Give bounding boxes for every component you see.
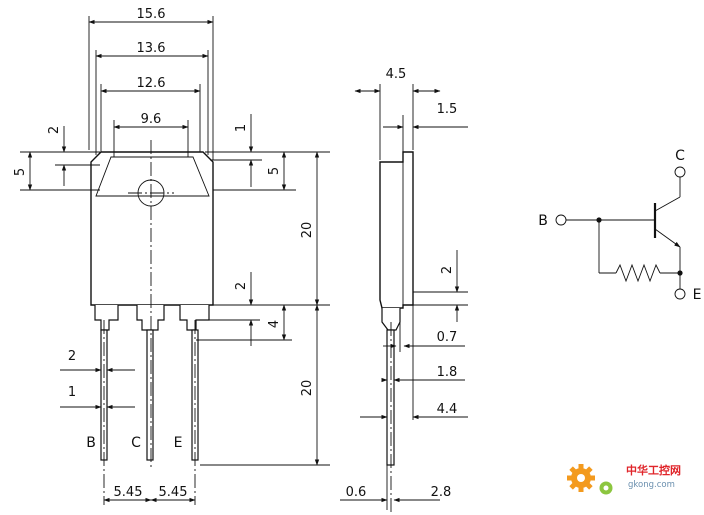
transistor-schematic: B C E bbox=[538, 148, 701, 303]
dim-side-4-5: 4.5 bbox=[386, 67, 407, 82]
dim-side-0-7: 0.7 bbox=[437, 330, 458, 345]
dim-lead-2: 2 bbox=[68, 349, 76, 364]
dim-side-1-8: 1.8 bbox=[437, 365, 458, 380]
resistor bbox=[615, 263, 661, 283]
package-body bbox=[90, 151, 214, 306]
dim-side-2-8: 2.8 bbox=[431, 485, 452, 500]
dim-foot-4: 4 bbox=[267, 320, 282, 328]
side-body bbox=[379, 151, 414, 309]
pin-label-b: B bbox=[86, 435, 96, 451]
terminal-c-label: C bbox=[675, 148, 685, 164]
side-view: 4.5 1.5 2 0.7 1.8 4.4 0.6 2.8 bbox=[340, 67, 468, 513]
terminal-c bbox=[674, 166, 686, 178]
dim-side-1-5: 1.5 bbox=[437, 102, 458, 117]
terminal-b-label: B bbox=[538, 213, 548, 229]
front-view: 15.6 13.6 12.6 9.6 2 5 1 5 20 2 4 bbox=[13, 7, 330, 505]
dim-lead-1: 1 bbox=[68, 385, 76, 400]
watermark-name: 中华工控网 bbox=[626, 463, 681, 477]
dim-width-13-6: 13.6 bbox=[137, 41, 166, 56]
package-top-bevel bbox=[95, 156, 210, 197]
gkong-watermark-logo: 中华工控网 gkong.com bbox=[567, 463, 681, 495]
dim-height-20-lower: 20 bbox=[300, 380, 315, 397]
dim-right-5: 5 bbox=[267, 167, 282, 175]
dim-left-2: 2 bbox=[47, 126, 62, 134]
lead-foot-e bbox=[179, 305, 210, 331]
dim-pitch-left: 5.45 bbox=[114, 485, 143, 500]
lead-c bbox=[146, 329, 154, 461]
pin-label-e: E bbox=[174, 435, 183, 451]
pin-label-c: C bbox=[131, 435, 141, 451]
dim-side-0-6: 0.6 bbox=[346, 485, 367, 500]
dim-width-15-6: 15.6 bbox=[137, 7, 166, 22]
side-lead bbox=[386, 329, 395, 466]
terminal-b bbox=[555, 214, 567, 226]
dim-side-4-4: 4.4 bbox=[437, 402, 458, 417]
dim-width-9-6: 9.6 bbox=[141, 112, 162, 127]
dim-height-20-upper: 20 bbox=[300, 222, 315, 239]
dim-pitch-right: 5.45 bbox=[159, 485, 188, 500]
small-gear-icon bbox=[599, 481, 613, 495]
lead-foot-b bbox=[94, 305, 119, 331]
dim-left-5: 5 bbox=[13, 168, 28, 176]
dim-right-1: 1 bbox=[234, 124, 249, 132]
watermark-url: gkong.com bbox=[628, 480, 675, 490]
terminal-e bbox=[674, 288, 686, 300]
terminal-e-label: E bbox=[693, 287, 702, 303]
dim-foot-2: 2 bbox=[234, 282, 249, 290]
dim-side-2: 2 bbox=[440, 266, 455, 274]
lead-foot-c bbox=[136, 305, 165, 331]
dim-width-12-6: 12.6 bbox=[137, 76, 166, 91]
gear-icon bbox=[567, 464, 595, 492]
